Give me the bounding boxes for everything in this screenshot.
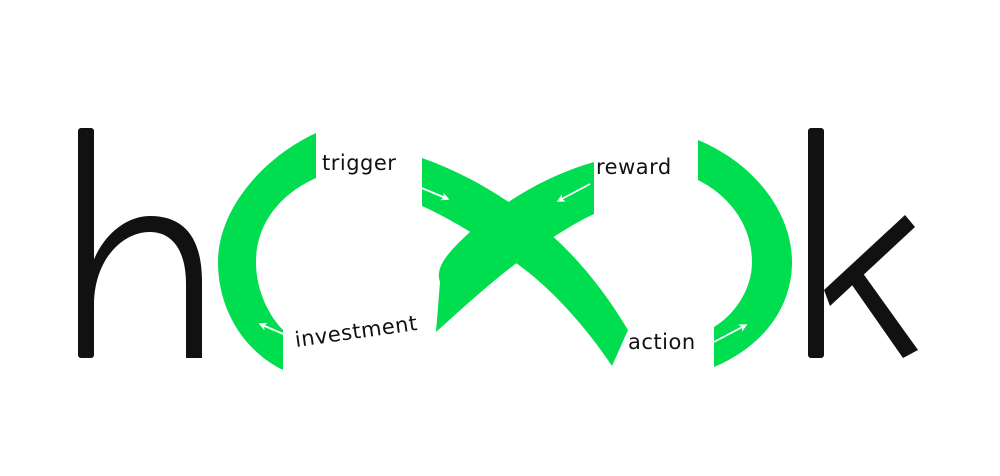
label-trigger: trigger (322, 151, 396, 175)
label-action: action (628, 330, 696, 354)
arrow-trigger (411, 183, 450, 201)
left-crescent (218, 133, 316, 370)
arrow-investment (258, 322, 289, 337)
right-crescent (698, 140, 792, 367)
label-investment: investment (293, 311, 419, 352)
letter-k (808, 128, 918, 358)
label-reward: reward (596, 155, 672, 179)
arrow-reward (556, 183, 591, 202)
arrow-action (713, 324, 748, 343)
center-cross (422, 158, 628, 366)
letter-h (78, 128, 202, 358)
